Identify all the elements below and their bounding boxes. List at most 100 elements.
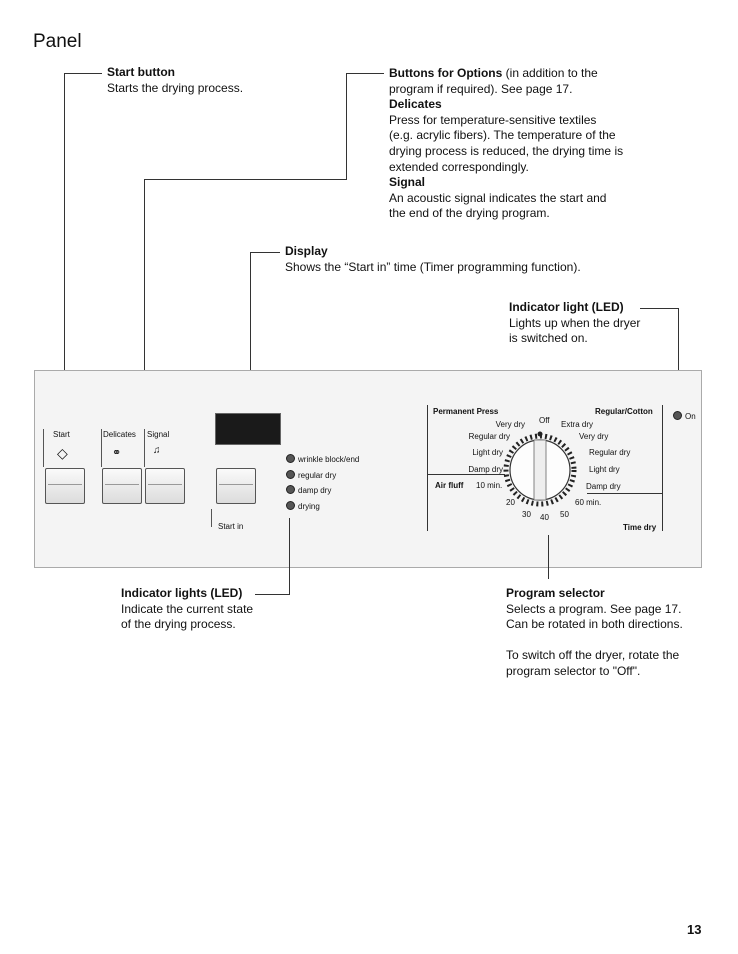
signal-button[interactable] <box>145 468 185 504</box>
divider <box>211 509 212 527</box>
start-button[interactable] <box>45 468 85 504</box>
program-damp-dry-right: Damp dry <box>586 482 621 491</box>
time-dry-label: Time dry <box>623 523 657 532</box>
status-item: regular dry <box>286 468 359 484</box>
divider <box>662 405 663 531</box>
leader-line <box>678 308 679 411</box>
start-body: Starts the drying process. <box>107 80 244 95</box>
program-selector-dial[interactable] <box>500 425 580 515</box>
page-number: 13 <box>687 922 702 937</box>
led-line: is switched on. <box>509 331 588 346</box>
options-heading: Buttons for Options <box>389 66 503 80</box>
start-in-label: Start in <box>218 522 244 531</box>
options-callout: Buttons for Options (in addition to the … <box>389 66 729 222</box>
air-fluff-label: Air fluff <box>435 481 464 490</box>
options-line2: program if required). See page 17. <box>389 81 573 96</box>
status-item: wrinkle block/end <box>286 452 359 468</box>
permanent-press-label: Permanent Press <box>433 407 499 416</box>
leader-line <box>640 308 678 309</box>
display-callout: Display Shows the “Start in” time (Timer… <box>285 244 581 275</box>
delicates-icon: ⚭ <box>112 447 122 459</box>
time-10: 10 min. <box>476 481 503 490</box>
program-regular-dry: Regular dry <box>468 432 510 441</box>
time-30: 30 <box>522 510 531 519</box>
leader-line <box>144 179 347 180</box>
start-in-button[interactable] <box>216 468 256 504</box>
control-panel: Start ◇ Delicates ⚭ Signal ♫ Start in wr… <box>34 370 702 568</box>
divider <box>101 429 102 467</box>
status-item: damp dry <box>286 483 359 499</box>
led-callout: Indicator light (LED) Lights up when the… <box>509 300 640 347</box>
signal-label: Signal <box>147 430 170 439</box>
program-very-dry: Very dry <box>495 420 525 429</box>
divider <box>427 474 505 475</box>
display-body: Shows the “Start in” time (Timer program… <box>285 259 581 274</box>
led-icon <box>286 500 295 510</box>
on-indicator: On <box>673 411 696 421</box>
led-heading: Indicator light (LED) <box>509 300 624 314</box>
delicates-line: (e.g. acrylic fibers). The temperature o… <box>389 128 616 143</box>
start-callout: Start button Starts the drying process. <box>107 65 243 96</box>
led-icon <box>286 485 295 494</box>
indicators-heading: Indicator lights (LED) <box>121 586 243 600</box>
selector-line: Selects a program. See page 17. <box>506 601 682 616</box>
leader-line <box>289 518 290 594</box>
speaker-icon: ♫ <box>153 445 161 456</box>
indicators-line: of the drying process. <box>121 617 236 632</box>
divider <box>43 429 44 467</box>
led-line: Lights up when the dryer <box>509 315 641 330</box>
status-item: drying <box>286 499 359 515</box>
program-extra-dry: Extra dry <box>561 420 594 429</box>
signal-heading: Signal <box>389 175 426 190</box>
program-damp-dry: Damp dry <box>468 465 503 474</box>
indicators-line: Indicate the current state <box>121 601 254 616</box>
leader-line <box>250 252 280 253</box>
program-regular-dry-right: Regular dry <box>589 448 631 457</box>
start-heading: Start button <box>107 65 175 79</box>
leader-line <box>250 252 251 407</box>
on-led-icon <box>673 411 682 420</box>
regular-cotton-label: Regular/Cotton <box>595 407 653 416</box>
leader-line <box>255 594 290 595</box>
program-off[interactable]: Off <box>539 416 550 425</box>
selector-line: program selector to "Off". <box>506 663 641 678</box>
display-screen <box>215 413 281 445</box>
delicates-label: Delicates <box>103 430 136 439</box>
indicators-callout: Indicator lights (LED) Indicate the curr… <box>121 586 253 633</box>
delicates-line: drying process is reduced, the drying ti… <box>389 143 624 158</box>
time-50: 50 <box>560 510 569 519</box>
delicates-line: extended correspondingly. <box>389 159 529 174</box>
delicates-heading: Delicates <box>389 97 442 112</box>
divider <box>587 493 662 494</box>
delicates-button[interactable] <box>102 468 142 504</box>
divider <box>144 429 145 467</box>
signal-line: the end of the drying program. <box>389 206 550 221</box>
status-list: wrinkle block/end regular dry damp dry d… <box>286 452 359 514</box>
delicates-line: Press for temperature-sensitive textiles <box>389 112 597 127</box>
selector-line: Can be rotated in both directions. <box>506 617 683 632</box>
led-icon <box>286 469 295 479</box>
leader-line <box>64 73 65 430</box>
divider <box>427 486 428 531</box>
selector-heading: Program selector <box>506 586 605 600</box>
leader-line <box>64 73 102 74</box>
options-heading-tail: (in addition to the <box>502 66 598 80</box>
page-title: Panel <box>33 31 82 52</box>
program-very-dry-right: Very dry <box>579 432 609 441</box>
program-light-dry: Light dry <box>472 448 503 457</box>
start-icon: ◇ <box>57 445 68 461</box>
start-label: Start <box>53 430 70 439</box>
time-60: 60 min. <box>575 498 602 507</box>
program-light-dry-right: Light dry <box>589 465 620 474</box>
leader-line <box>346 73 347 179</box>
time-20: 20 <box>506 498 515 507</box>
leader-line <box>144 179 145 430</box>
display-heading: Display <box>285 244 328 258</box>
selector-callout: Program selector Selects a program. See … <box>506 586 683 680</box>
time-40: 40 <box>540 513 549 522</box>
led-icon <box>286 454 295 463</box>
selector-line: To switch off the dryer, rotate the <box>506 648 680 663</box>
signal-line: An acoustic signal indicates the start a… <box>389 190 607 205</box>
leader-line <box>548 535 549 579</box>
leader-line <box>346 73 384 74</box>
